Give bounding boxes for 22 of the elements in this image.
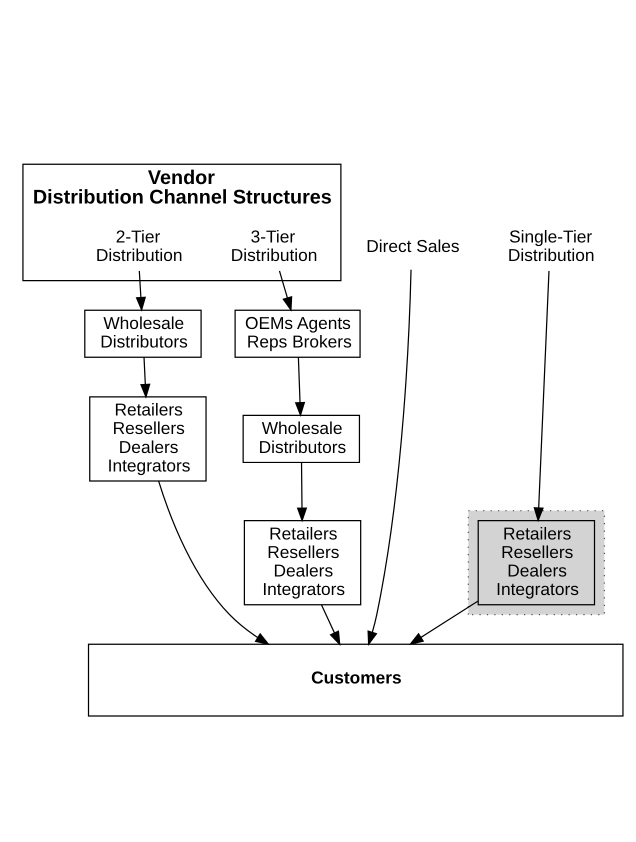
node-box: Wholesale Distributors <box>84 309 202 358</box>
arrow <box>136 270 146 312</box>
node-box: Retailers Resellers Dealers Integrators <box>478 519 596 605</box>
node-text: 3-Tier Distribution <box>230 226 318 265</box>
arrow <box>296 462 308 522</box>
node-box: OEMs Agents Reps Brokers <box>234 309 361 358</box>
arrow <box>140 356 150 398</box>
arrow <box>294 356 306 416</box>
node-box: Wholesale Distributors <box>242 414 360 463</box>
node-text: Direct Sales <box>366 235 460 256</box>
node-box: Retailers Resellers Dealers Integrators <box>89 396 207 482</box>
node-box: Customers <box>88 643 624 716</box>
arrow <box>408 600 478 645</box>
arrow <box>278 270 292 312</box>
arrow <box>158 480 270 645</box>
cluster <box>468 510 606 615</box>
node-box: Retailers Resellers Dealers Integrators <box>244 519 362 605</box>
arrow <box>534 270 550 522</box>
node-text: Single-Tier Distribution <box>508 226 595 265</box>
arrow <box>367 269 412 646</box>
arrow <box>320 604 340 646</box>
node-text: 2-Tier Distribution <box>96 226 183 265</box>
